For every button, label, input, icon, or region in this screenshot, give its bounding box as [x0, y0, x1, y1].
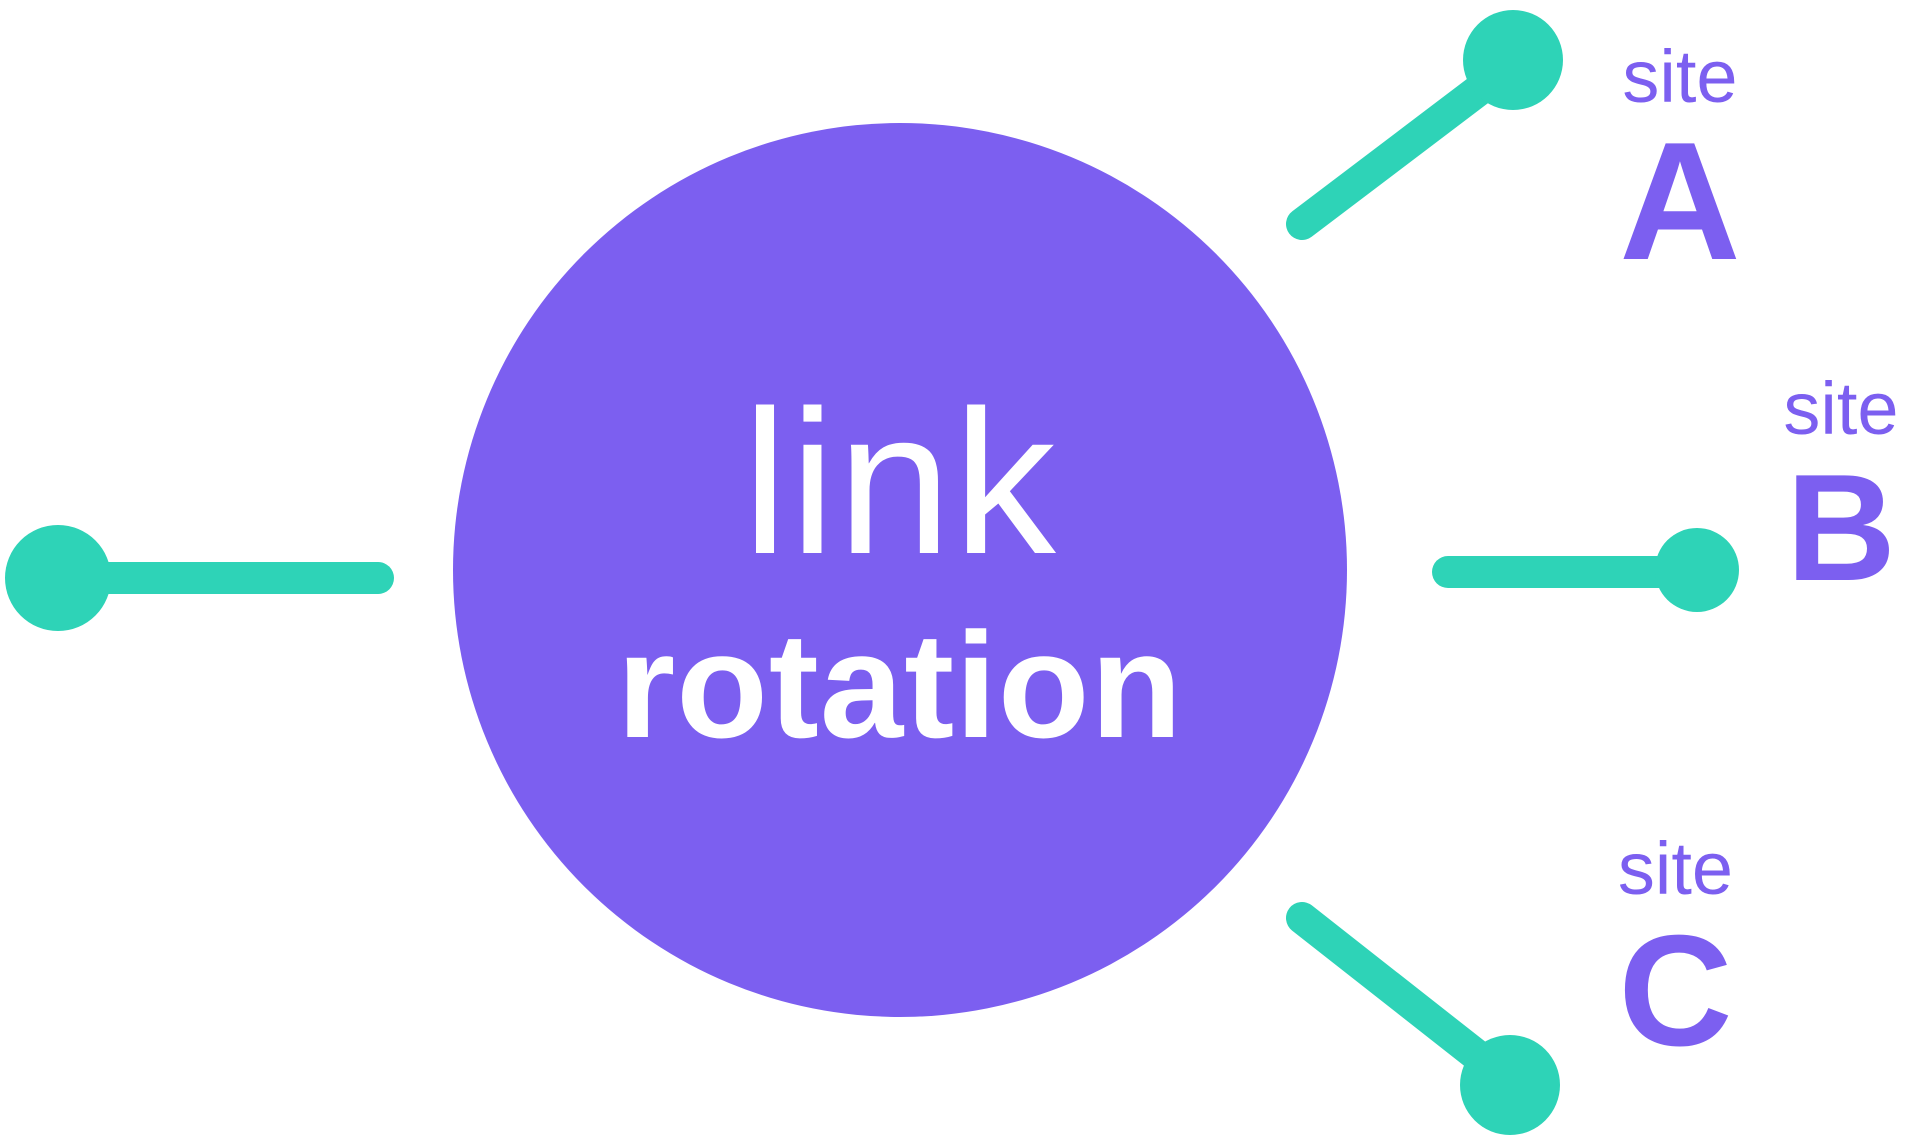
site-c-letter: C: [1618, 903, 1733, 1079]
site-b-word: site: [1783, 367, 1899, 450]
hub-label-line2: rotation: [616, 601, 1184, 769]
connector-site-b-dot: [1655, 528, 1739, 612]
site-a-group: site A: [1575, 35, 1785, 295]
connector-left-dot: [5, 525, 111, 631]
connector-site-c-dot: [1460, 1035, 1560, 1135]
site-b-group: site B: [1762, 367, 1920, 613]
hub-label: link rotation: [453, 123, 1347, 1017]
site-c-group: site C: [1578, 827, 1773, 1079]
connector-site-a-dot: [1463, 10, 1563, 110]
connector-site-a-line: [1286, 58, 1516, 240]
site-b-letter: B: [1786, 443, 1896, 613]
site-c-word: site: [1617, 827, 1734, 910]
hub-circle: [453, 123, 1347, 1017]
hub-label-line1: link: [742, 368, 1058, 597]
connector-site-c-line: [1286, 902, 1514, 1088]
site-a-letter: A: [1619, 107, 1741, 295]
site-a-word: site: [1622, 35, 1738, 118]
